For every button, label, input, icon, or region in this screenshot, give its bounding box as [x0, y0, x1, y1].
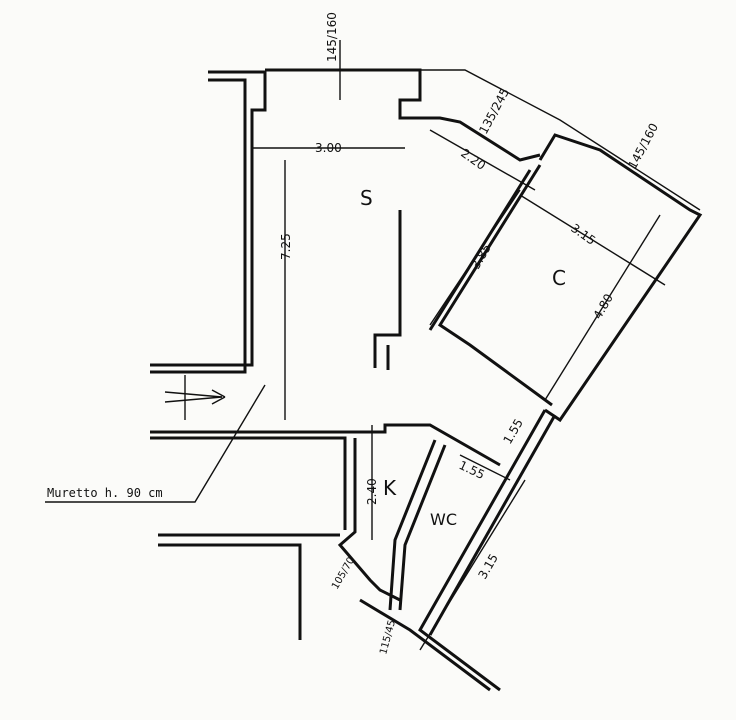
dim-wc-top-outer: 1.55	[500, 416, 525, 446]
dim-diag-wall: 2.20	[458, 146, 488, 173]
dimension-lines	[253, 40, 666, 651]
dim-s-length: 7.25	[279, 233, 293, 260]
dim-c-width: 3.15	[568, 221, 598, 248]
room-label-c: C	[552, 266, 566, 290]
entrance-arrow-icon	[164, 375, 226, 420]
dim-top-window: 145/160	[325, 12, 339, 62]
dim-wc-window: 115/45	[378, 619, 398, 656]
dim-k-length: 2.40	[365, 478, 379, 505]
dim-wc-top-inner: 1.55	[457, 458, 487, 482]
annotation-leader	[45, 384, 266, 503]
dim-k-window: 105/70	[330, 556, 357, 592]
room-label-s: S	[360, 186, 373, 210]
muretto-annotation: Muretto h. 90 cm	[47, 486, 163, 500]
dim-s-width: 3.00	[315, 141, 342, 155]
dim-door-angle: 135/245	[476, 86, 512, 137]
dim-c-window: 145/160	[625, 121, 661, 172]
room-label-k: K	[383, 476, 397, 500]
room-label-wc: WC	[430, 510, 457, 529]
dim-c-length: 4.80	[590, 291, 615, 321]
dim-wc-length: 3.15	[475, 551, 500, 581]
walls	[150, 68, 703, 692]
